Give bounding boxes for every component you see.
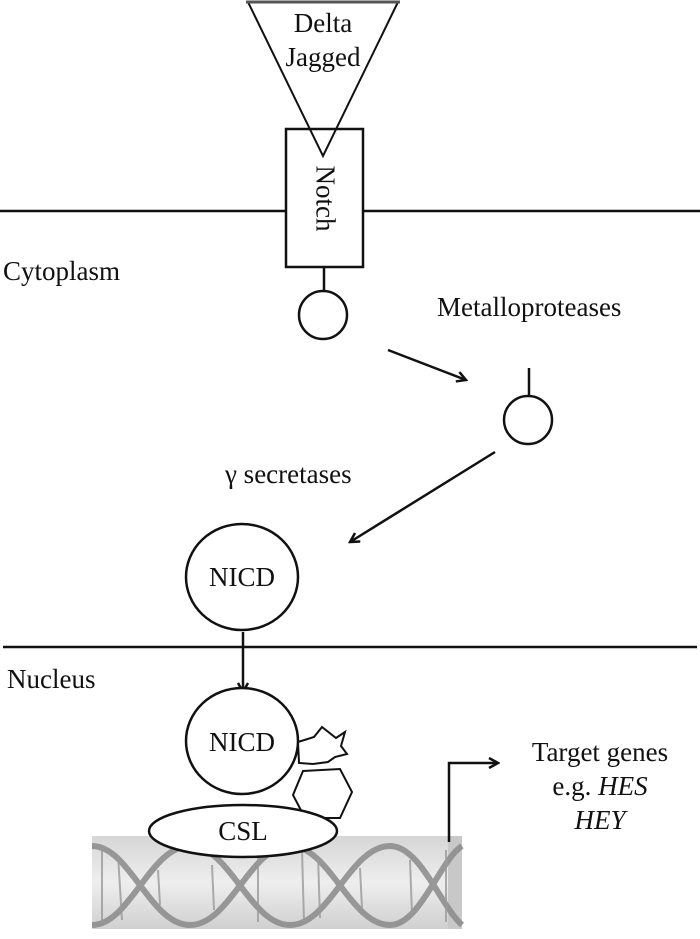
ligand-label-delta: Delta xyxy=(293,8,353,38)
arrow-to-cleaved-fragment xyxy=(387,348,466,380)
gene-hey: HEY xyxy=(574,805,626,835)
coactivator-hexagon xyxy=(291,767,354,819)
cytoplasm-label: Cytoplasm xyxy=(3,256,121,286)
transcription-arrow xyxy=(447,763,498,842)
coactivator-star xyxy=(296,725,349,766)
csl-ellipse xyxy=(147,803,339,859)
nicd-nucleus-label: NICD xyxy=(209,727,275,757)
target-genes-label: Target genes e.g. HES HEY xyxy=(500,735,700,837)
nucleus-label: Nucleus xyxy=(7,664,96,694)
target-genes-title: Target genes xyxy=(531,737,669,767)
target-genes-example: e.g. HES xyxy=(500,769,700,803)
notch-intracellular-domain xyxy=(297,289,349,341)
gene-hes: HES xyxy=(598,771,648,801)
nicd-cytoplasm-circle xyxy=(184,522,300,632)
target-genes-prefix: e.g. xyxy=(552,771,599,801)
metalloproteases-label: Metalloproteases xyxy=(437,292,622,322)
gamma-secretases-label: γ secretases xyxy=(225,459,352,489)
csl-label: CSL xyxy=(218,816,268,846)
ligand-label-jagged: Jagged xyxy=(285,42,361,72)
arrow-to-nicd xyxy=(350,450,496,542)
cleaved-fragment xyxy=(502,394,554,446)
notch-label: Notch xyxy=(310,165,341,232)
nicd-cytoplasm-label: NICD xyxy=(209,562,275,592)
ligand-label: Delta Jagged xyxy=(283,6,363,74)
